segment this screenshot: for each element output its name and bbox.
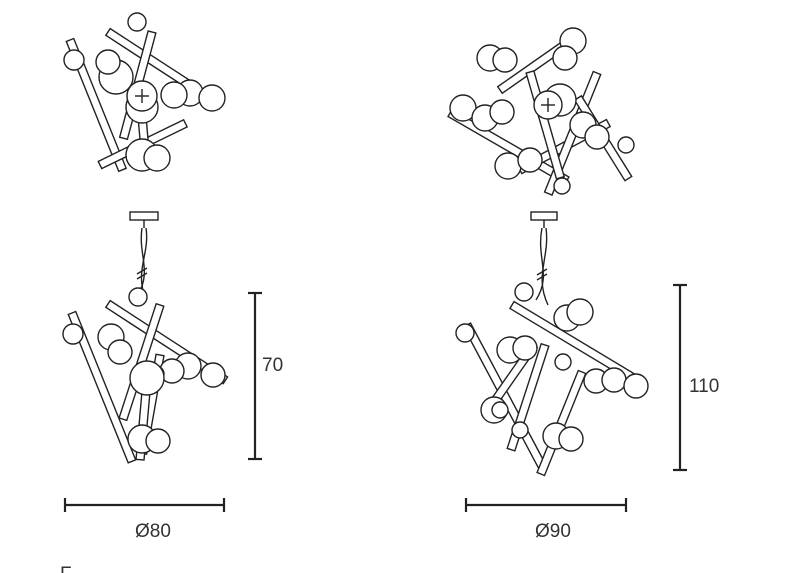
model-1-diameter-label: Ø80: [135, 521, 171, 542]
model-2-height-label: 110: [689, 376, 719, 397]
ceiling-canopy: [530, 211, 558, 221]
model-1-top-view: [63, 12, 226, 173]
model-2-side-view: [455, 211, 649, 477]
model-1-height-dimension: [248, 291, 262, 461]
footer-mark: F: [60, 564, 72, 573]
model-2-diameter-dimension: [464, 498, 628, 512]
model-2-top-view: [447, 27, 635, 196]
ceiling-canopy: [129, 211, 159, 221]
model-1-height-label: 70: [262, 355, 283, 376]
model-2-diameter-label: Ø90: [535, 521, 571, 542]
model-1-side-view: [62, 211, 229, 464]
model-2-height-dimension: [673, 283, 687, 472]
model-1-diameter-dimension: [63, 498, 226, 512]
